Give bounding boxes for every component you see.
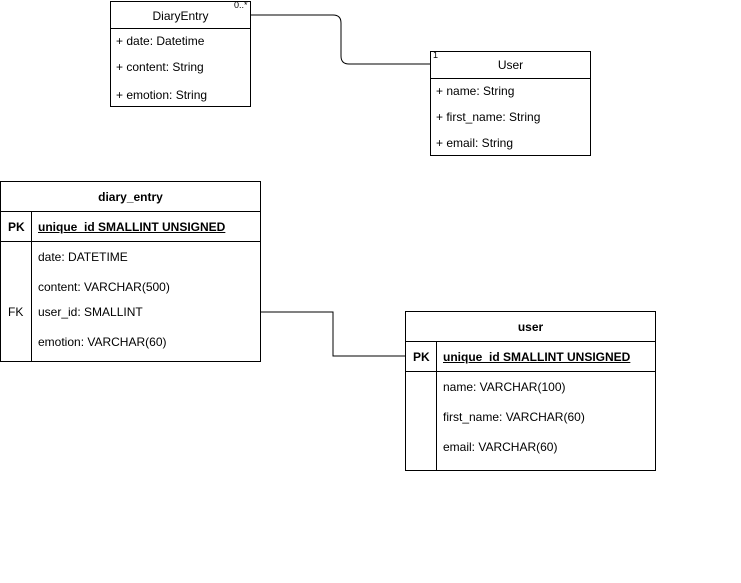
erd-field: user_id: SMALLINT	[38, 305, 143, 319]
uml-attribute: + content: String	[116, 60, 204, 74]
erd-fk-label: FK	[8, 305, 24, 319]
erd-table-diary-entry: diary_entry PK unique_id SMALLINT UNSIGN…	[0, 181, 261, 362]
uml-class-divider	[431, 78, 590, 79]
erd-pk-field: unique_id SMALLINT UNSIGNED	[443, 350, 631, 364]
uml-class-divider	[111, 28, 250, 29]
uml-attribute: + first_name: String	[436, 110, 541, 124]
erd-pk-divider	[1, 241, 260, 242]
uml-attribute: + emotion: String	[116, 88, 208, 102]
erd-table-title: user	[517, 320, 544, 334]
erd-pk-field: unique_id SMALLINT UNSIGNED	[38, 220, 226, 234]
erd-field: name: VARCHAR(100)	[443, 380, 566, 394]
erd-field: date: DATETIME	[38, 250, 128, 264]
uml-class-diaryentry: DiaryEntry + date: Datetime + content: S…	[110, 1, 251, 107]
multiplicity-user: 1	[433, 50, 439, 60]
erd-table-user: user PK unique_id SMALLINT UNSIGNED name…	[405, 311, 656, 471]
erd-field: emotion: VARCHAR(60)	[38, 335, 167, 349]
erd-field: content: VARCHAR(500)	[38, 280, 170, 294]
uml-association-line	[250, 14, 431, 65]
erd-field: first_name: VARCHAR(60)	[443, 410, 585, 424]
erd-key-column-divider	[31, 211, 32, 361]
uml-class-title: DiaryEntry	[152, 9, 209, 23]
uml-attribute: + date: Datetime	[116, 34, 205, 48]
uml-class-title: User	[497, 58, 524, 72]
multiplicity-diaryentry: 0..*	[234, 0, 248, 10]
uml-class-user: User + name: String + first_name: String…	[430, 51, 591, 156]
uml-attribute: + email: String	[436, 136, 514, 150]
erd-pk-divider	[406, 371, 655, 372]
erd-header-divider	[1, 211, 260, 212]
erd-pk-label: PK	[413, 350, 430, 364]
erd-field: email: VARCHAR(60)	[443, 440, 558, 454]
erd-table-title: diary_entry	[98, 190, 163, 204]
erd-header-divider	[406, 341, 655, 342]
erd-key-column-divider	[436, 341, 437, 470]
erd-pk-label: PK	[8, 220, 25, 234]
uml-attribute: + name: String	[436, 84, 515, 98]
erd-relationship-line	[260, 311, 406, 357]
